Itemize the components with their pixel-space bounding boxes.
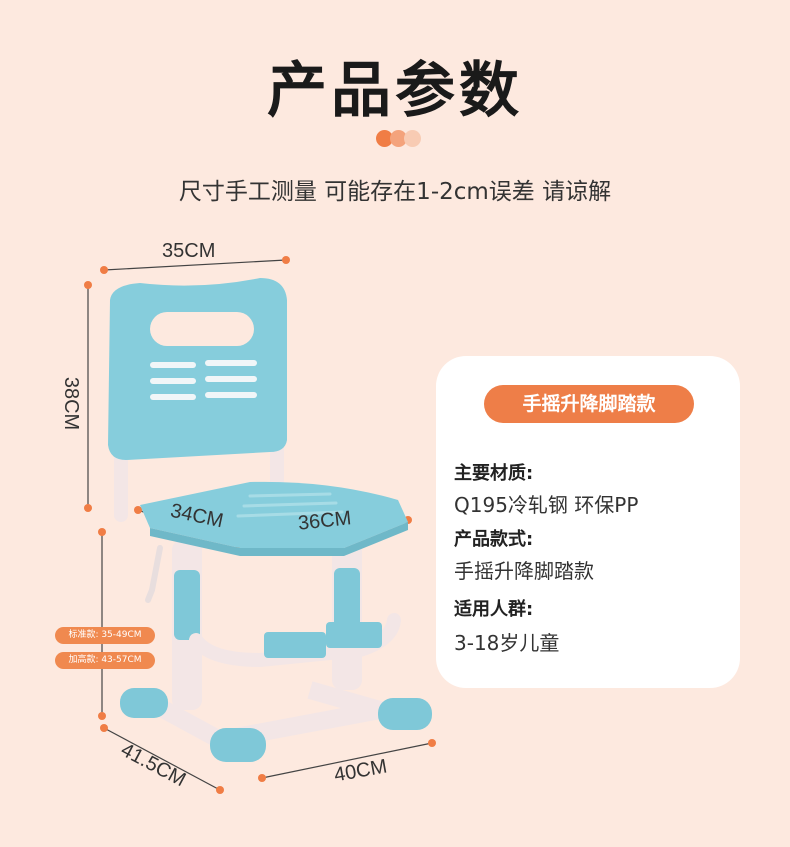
hand-crank xyxy=(145,545,163,603)
line-back-width xyxy=(103,259,287,271)
spec-label-style: 产品款式: xyxy=(454,529,534,550)
footrest-pedal-left xyxy=(264,632,326,658)
page-title: 产品参数 xyxy=(267,56,523,126)
foot-cap-front-left xyxy=(210,728,266,762)
dim-back-height: 38CM xyxy=(60,376,83,431)
line-base-depth xyxy=(103,727,221,791)
spec-card-heading: 手摇升降脚踏款 xyxy=(484,385,694,423)
backrest-handle-hole xyxy=(150,312,254,346)
page-subtitle: 尺寸手工测量 可能存在1-2cm误差 请谅解 xyxy=(178,179,612,205)
badge-tall-height: 加高款: 43-57CM xyxy=(55,652,155,669)
spec-value-style: 手摇升降脚踏款 xyxy=(454,559,594,583)
decorative-dots xyxy=(376,130,426,150)
seat-grooves xyxy=(236,492,344,518)
dim-back-width: 35CM xyxy=(162,240,216,262)
dot-3 xyxy=(404,130,421,147)
dot-1 xyxy=(376,130,393,147)
chair-base-frame xyxy=(145,681,389,749)
spec-card: 手摇升降脚踏款 主要材质: Q195冷轧钢 环保PP 产品款式: 手摇升降脚踏款… xyxy=(436,356,740,688)
footrest-pedal-right xyxy=(326,622,382,648)
dot-2 xyxy=(390,130,407,147)
backrest-slots xyxy=(150,360,257,400)
measurement-endpoints xyxy=(84,256,436,794)
spec-label-material: 主要材质: xyxy=(454,463,534,484)
spec-value-material: Q195冷轧钢 环保PP xyxy=(454,493,639,517)
badge-standard-height: 标准款: 35-49CM xyxy=(55,627,155,644)
foot-cap-front-right xyxy=(378,698,432,730)
spec-value-audience: 3-18岁儿童 xyxy=(454,631,560,655)
back-post-left xyxy=(114,448,128,522)
chair-backrest xyxy=(108,278,287,460)
spec-label-audience: 适用人群: xyxy=(454,599,534,620)
line-base-width xyxy=(261,742,433,779)
height-adjuster-left xyxy=(174,570,200,640)
chair-seat-edge xyxy=(150,522,408,556)
foot-cap-back-left xyxy=(120,688,168,718)
footrest-bar xyxy=(189,613,401,668)
height-adjuster-right xyxy=(334,568,360,630)
